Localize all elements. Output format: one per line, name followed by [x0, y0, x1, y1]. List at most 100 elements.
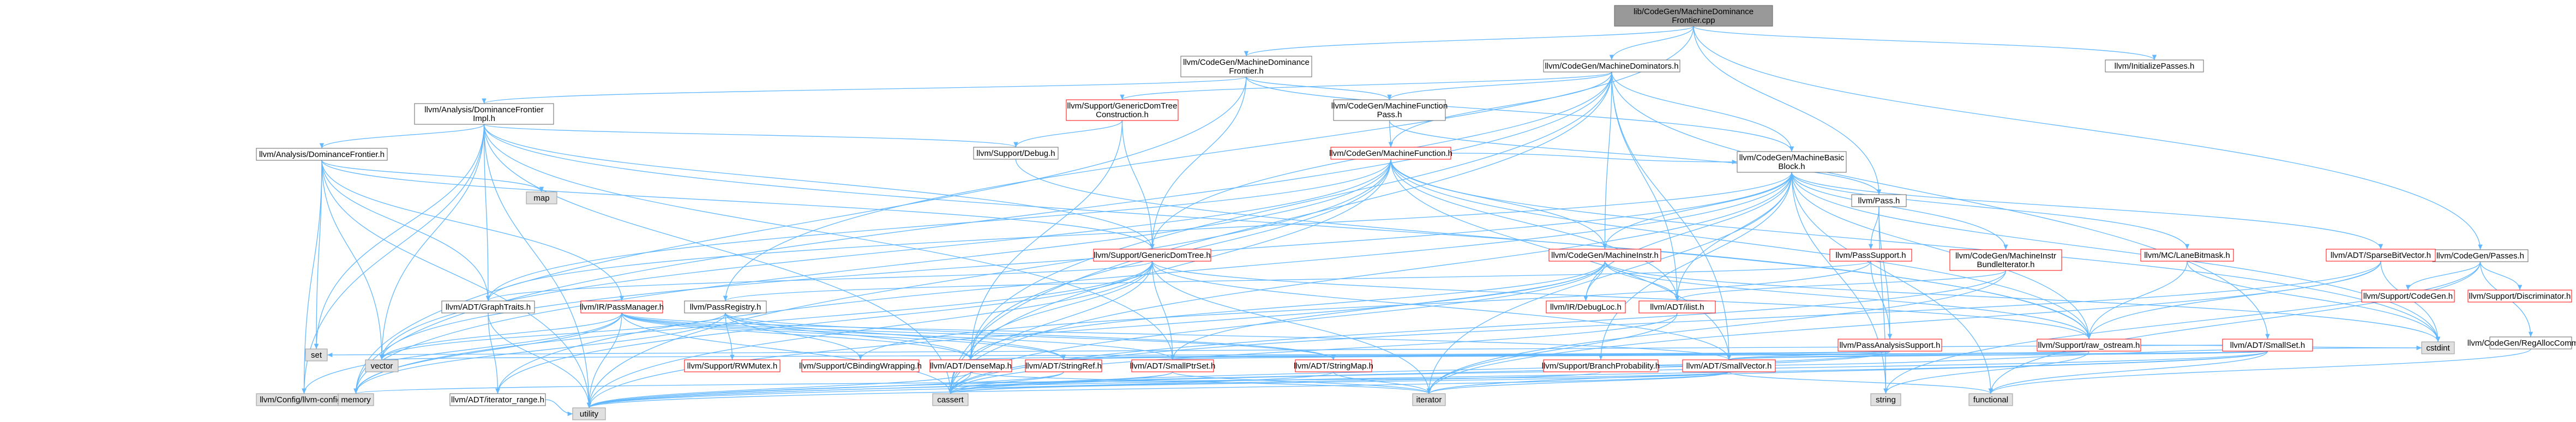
graph-node-sdisc[interactable]: llvm/Support/Discriminator.h	[2467, 290, 2572, 303]
graph-node-itr[interactable]: llvm/ADT/iterator_range.h	[449, 393, 546, 406]
include-edge	[483, 124, 592, 408]
include-edge	[1246, 76, 1794, 152]
node-box	[572, 407, 606, 420]
graph-node-dmap[interactable]: llvm/ADT/DenseMap.h	[929, 359, 1012, 372]
include-edge	[1868, 206, 1880, 250]
graph-node-gdt[interactable]: llvm/Support/GenericDomTree.h	[1093, 249, 1211, 262]
node-box	[1682, 359, 1776, 372]
include-edge	[482, 76, 1247, 104]
graph-node-passs[interactable]: llvm/PassSupport.h	[1829, 249, 1912, 262]
graph-node-cgp[interactable]: llvm/CodeGen/Passes.h	[2432, 249, 2529, 262]
graph-node-scg[interactable]: llvm/Support/CodeGen.h	[2361, 290, 2455, 303]
graph-node-preg[interactable]: llvm/PassRegistry.h	[684, 300, 767, 314]
graph-node-ilist[interactable]: llvm/ADT/ilist.h	[1638, 300, 1716, 314]
include-edge	[621, 312, 1066, 360]
include-edge	[1727, 351, 2089, 360]
include-edge	[1390, 159, 1680, 302]
node-box	[1546, 300, 1626, 314]
node-label: Frontier.cpp	[1672, 16, 1715, 25]
node-box	[414, 103, 554, 125]
node-label: Pass.h	[1377, 110, 1402, 119]
include-edge	[1693, 26, 1882, 195]
node-label: llvm/CodeGen/MachineBasic	[1739, 153, 1845, 162]
graph-node-initp[interactable]: llvm/InitializePasses.h	[2105, 59, 2204, 73]
include-edge	[354, 371, 1730, 394]
graph-node-smap[interactable]: llvm/ADT/StringMap.h	[1294, 359, 1373, 372]
include-edge	[586, 261, 1606, 408]
graph-node-mi[interactable]: llvm/CodeGen/MachineInstr.h	[1548, 249, 1661, 262]
graph-node-sref[interactable]: llvm/ADT/StringRef.h	[1025, 359, 1102, 372]
include-edge	[1611, 71, 1732, 360]
include-edge	[302, 312, 622, 394]
include-edge	[621, 312, 974, 360]
graph-node-svec[interactable]: llvm/ADT/SmallVector.h	[1682, 359, 1776, 372]
graph-node-sbv[interactable]: llvm/ADT/SparseBitVector.h	[2326, 249, 2436, 262]
node-box	[526, 191, 557, 204]
include-edge	[485, 159, 1391, 302]
include-edge	[321, 160, 491, 302]
graph-node-sps[interactable]: llvm/ADT/SmallPtrSet.h	[1130, 359, 1216, 372]
node-label: lib/CodeGen/MachineDominance	[1634, 7, 1754, 16]
include-edge	[1244, 26, 1694, 57]
graph-node-bprob[interactable]: llvm/Support/BranchProbability.h	[1542, 359, 1660, 372]
graph-node-pas[interactable]: llvm/PassAnalysisSupport.h	[1838, 339, 1942, 352]
graph-node-mclb[interactable]: llvm/MC/LaneBitmask.h	[2140, 249, 2234, 262]
node-label: llvm/Support/Discriminator.h	[2469, 292, 2571, 301]
node-box	[2140, 249, 2234, 262]
include-edge	[1791, 172, 2092, 340]
graph-node-ipm[interactable]: llvm/IR/PassManager.h	[580, 300, 664, 314]
graph-node-mfunc[interactable]: llvm/CodeGen/MachineFunction.h	[1329, 147, 1452, 160]
node-box	[801, 359, 920, 372]
include-edge	[1151, 261, 2091, 340]
graph-node-irdl[interactable]: llvm/IR/DebugLoc.h	[1546, 300, 1626, 314]
graph-node-rac[interactable]: llvm/CodeGen/RegAllocCommon.h	[2467, 336, 2576, 349]
node-box	[1093, 249, 1211, 262]
include-edge	[483, 124, 1155, 250]
node-box	[1638, 300, 1716, 314]
include-edge	[1602, 172, 1792, 250]
node-label: BundleIterator.h	[1977, 260, 2035, 269]
include-edge	[968, 71, 1612, 360]
include-edge	[1791, 172, 2008, 250]
include-edge	[948, 71, 1612, 394]
node-label: llvm/Analysis/DominanceFrontier	[424, 105, 543, 114]
node-box	[1333, 99, 1446, 121]
node-label: llvm/ADT/GraphTraits.h	[446, 303, 531, 312]
node-box	[1025, 359, 1102, 372]
graph-node-ros[interactable]: llvm/Support/raw_ostream.h	[2037, 339, 2141, 352]
include-edge	[1390, 159, 2092, 340]
graph-node-rwm[interactable]: llvm/Support/RWMutex.h	[684, 359, 780, 372]
include-edge	[483, 124, 491, 302]
node-label: llvm/Support/GenericDomTree	[1067, 101, 1177, 111]
include-edge	[379, 124, 485, 360]
graph-node-mdomh[interactable]: llvm/CodeGen/MachineDominators.h	[1543, 59, 1680, 73]
graph-node-utility: utility	[572, 407, 606, 420]
include-edge	[321, 160, 592, 408]
node-box	[1838, 339, 1942, 352]
node-label: functional	[1973, 395, 2008, 405]
include-edge	[486, 261, 1153, 302]
graph-node-gt[interactable]: llvm/ADT/GraphTraits.h	[441, 300, 535, 314]
node-box	[1851, 194, 1907, 207]
node-label: llvm/PassRegistry.h	[690, 303, 761, 312]
include-edge	[1791, 172, 1993, 394]
node-label: llvm/Support/CodeGen.h	[2363, 292, 2453, 301]
node-box	[973, 147, 1059, 160]
graph-node-cassert: cassert	[932, 393, 969, 406]
node-label: llvm/Support/CBindingWrapping.h	[799, 361, 922, 371]
graph-node-sset[interactable]: llvm/ADT/SmallSet.h	[2222, 339, 2313, 352]
graph-node-cbw[interactable]: llvm/Support/CBindingWrapping.h	[799, 359, 922, 372]
graph-node-adf[interactable]: llvm/Analysis/DominanceFrontier.h	[256, 148, 388, 161]
node-label: map	[533, 194, 549, 203]
graph-node-pass[interactable]: llvm/Pass.h	[1851, 194, 1907, 207]
graph-node-dbg[interactable]: llvm/Support/Debug.h	[973, 147, 1059, 160]
include-edge	[319, 124, 485, 149]
graph-node-mibi[interactable]: llvm/CodeGen/MachineInstrBundleIterator.…	[1949, 249, 2062, 271]
graph-node-gdtc[interactable]: llvm/Support/GenericDomTreeConstruction.…	[1066, 99, 1179, 121]
include-edge	[587, 371, 1064, 408]
